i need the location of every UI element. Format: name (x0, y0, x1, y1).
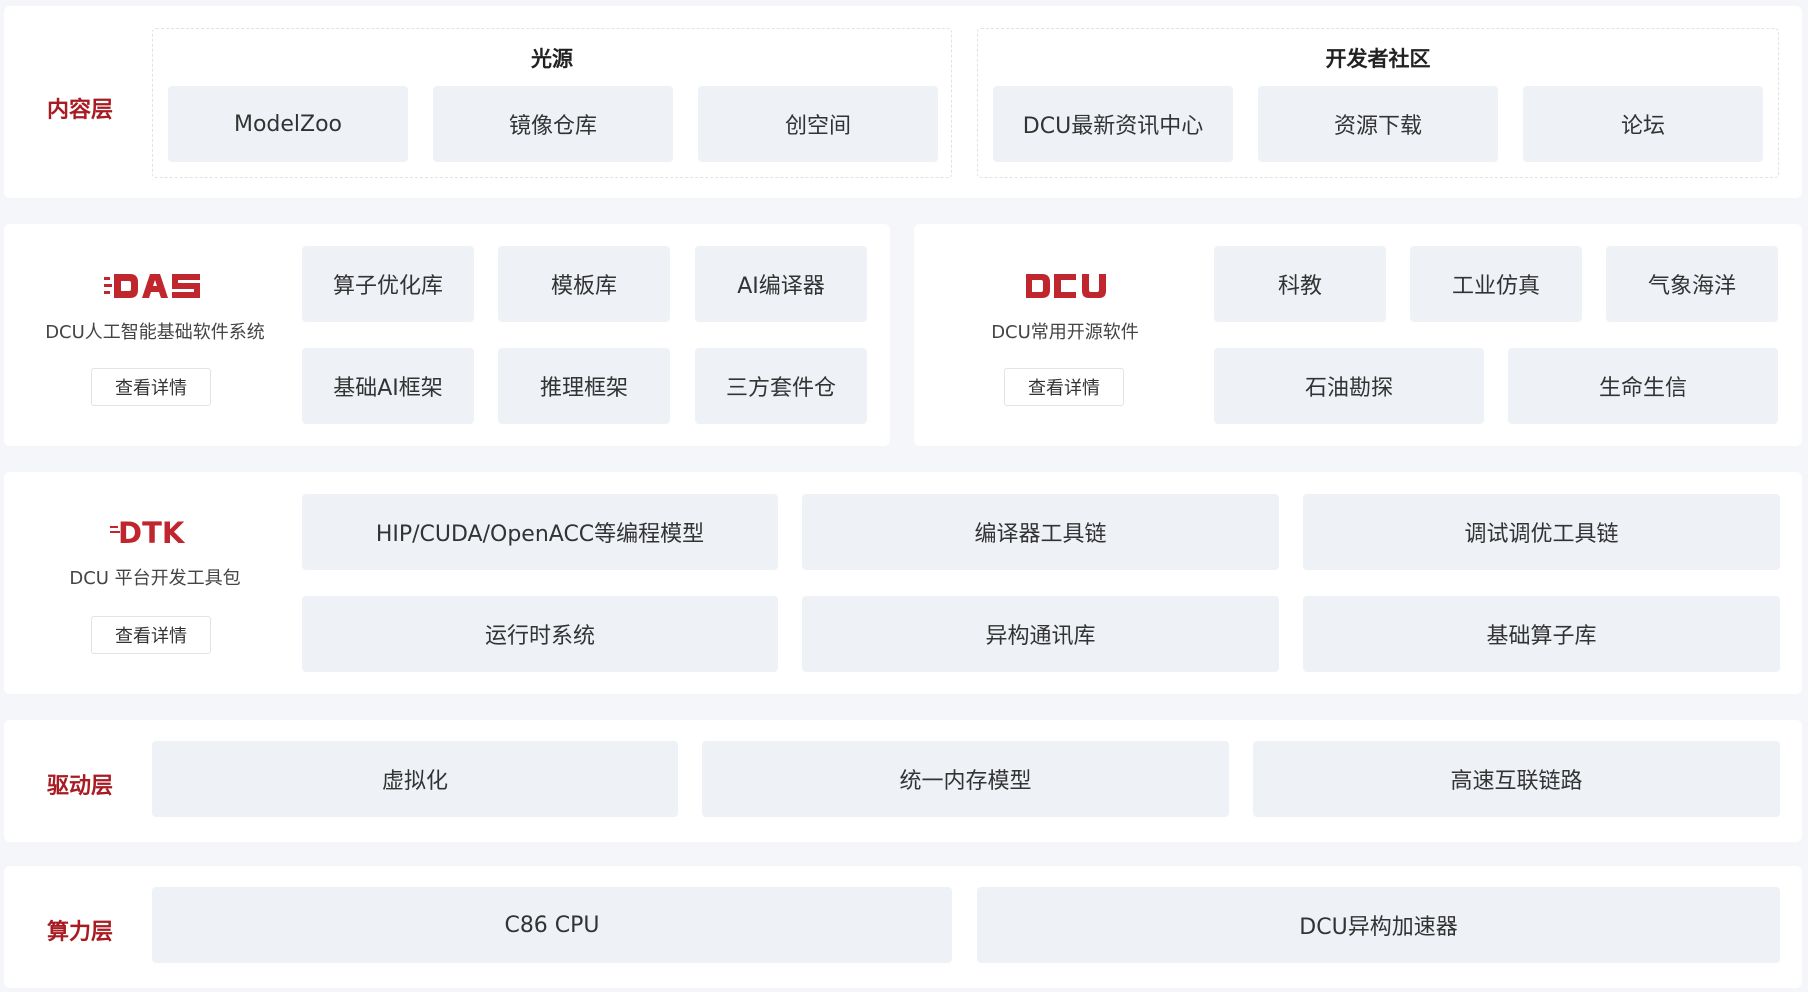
das-tile-template-lib[interactable]: 模板库 (498, 246, 670, 322)
driver-layer-label: 驱动层 (46, 774, 113, 799)
dcu-tile-petroleum[interactable]: 石油勘探 (1214, 348, 1484, 424)
das-detail-button[interactable]: 查看详情 (91, 368, 211, 406)
das-tile-third-party-repo[interactable]: 三方套件仓 (695, 348, 867, 424)
dtk-tile-compiler-toolchain[interactable]: 编译器工具链 (802, 494, 1279, 570)
dtk-logo-icon: DTK (110, 516, 186, 546)
compute-layer-label: 算力层 (46, 920, 113, 945)
dtk-tile-hetero-comm[interactable]: 异构通讯库 (802, 596, 1279, 672)
dtk-panel: DTK DCU 平台开发工具包 查看详情 HIP/CUDA/OpenACC等编程… (4, 472, 1802, 694)
dcu-tile-life-science[interactable]: 生命生信 (1508, 348, 1778, 424)
dcu-detail-button[interactable]: 查看详情 (1004, 368, 1124, 406)
content-layer-panel: 内容层 光源 ModelZoo 镜像仓库 创空间 开发者社区 DCU最新资讯中心… (4, 6, 1802, 198)
dcu-tile-weather-ocean[interactable]: 气象海洋 (1606, 246, 1778, 322)
content-layer-label: 内容层 (46, 98, 113, 123)
das-subtitle: DCU人工智能基础软件系统 (45, 322, 265, 343)
dcu-tile-education[interactable]: 科教 (1214, 246, 1386, 322)
c86-cpu-tile[interactable]: C86 CPU (152, 887, 952, 963)
compute-layer-panel: 算力层 C86 CPU DCU异构加速器 (4, 866, 1802, 988)
svg-text:DTK: DTK (118, 516, 186, 546)
space-tile[interactable]: 创空间 (698, 86, 938, 162)
guangyuan-group: 光源 ModelZoo 镜像仓库 创空间 (152, 28, 952, 178)
modelzoo-tile[interactable]: ModelZoo (168, 86, 408, 162)
dtk-subtitle: DCU 平台开发工具包 (69, 568, 241, 589)
das-panel: DCU人工智能基础软件系统 查看详情 算子优化库 模板库 AI编译器 基础AI框… (4, 224, 890, 446)
dcu-accelerator-tile[interactable]: DCU异构加速器 (977, 887, 1780, 963)
news-center-tile[interactable]: DCU最新资讯中心 (993, 86, 1233, 162)
dtk-detail-button[interactable]: 查看详情 (91, 616, 211, 654)
dtk-tile-programming-model[interactable]: HIP/CUDA/OpenACC等编程模型 (302, 494, 778, 570)
dcu-tile-industrial-sim[interactable]: 工业仿真 (1410, 246, 1582, 322)
dtk-tile-runtime[interactable]: 运行时系统 (302, 596, 778, 672)
das-tile-ai-framework[interactable]: 基础AI框架 (302, 348, 474, 424)
resource-download-tile[interactable]: 资源下载 (1258, 86, 1498, 162)
dcu-panel: DCU常用开源软件 查看详情 科教 工业仿真 气象海洋 石油勘探 生命生信 (914, 224, 1802, 446)
unified-memory-tile[interactable]: 统一内存模型 (702, 741, 1229, 817)
das-tile-operator-lib[interactable]: 算子优化库 (302, 246, 474, 322)
dcu-logo-icon (1026, 274, 1106, 298)
driver-layer-panel: 驱动层 虚拟化 统一内存模型 高速互联链路 (4, 720, 1802, 842)
dtk-tile-base-operator[interactable]: 基础算子库 (1303, 596, 1780, 672)
das-logo-icon (104, 274, 200, 298)
image-repo-tile[interactable]: 镜像仓库 (433, 86, 673, 162)
forum-tile[interactable]: 论坛 (1523, 86, 1763, 162)
das-tile-ai-compiler[interactable]: AI编译器 (695, 246, 867, 322)
virtualization-tile[interactable]: 虚拟化 (152, 741, 678, 817)
dcu-subtitle: DCU常用开源软件 (991, 322, 1139, 343)
guangyuan-title: 光源 (531, 47, 573, 71)
community-group: 开发者社区 DCU最新资讯中心 资源下载 论坛 (977, 28, 1779, 178)
das-tile-inference-framework[interactable]: 推理框架 (498, 348, 670, 424)
community-title: 开发者社区 (1325, 47, 1431, 71)
high-speed-link-tile[interactable]: 高速互联链路 (1253, 741, 1780, 817)
dtk-tile-debug-toolchain[interactable]: 调试调优工具链 (1303, 494, 1780, 570)
